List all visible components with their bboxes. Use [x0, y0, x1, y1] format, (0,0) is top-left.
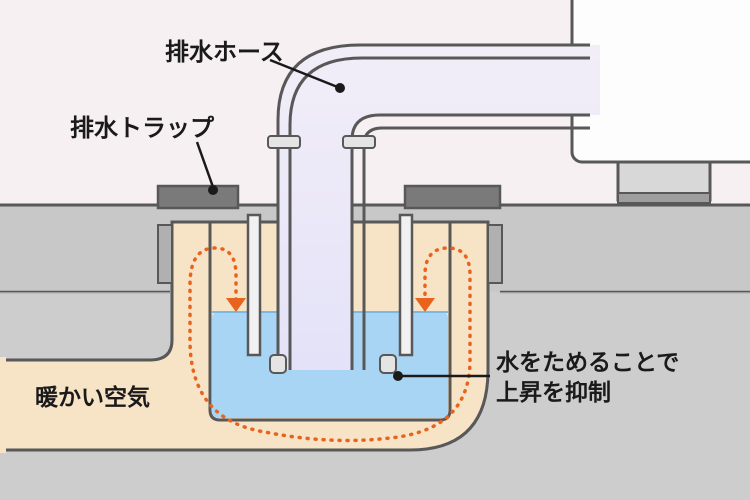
label-water-seal-line1: 水をためることで: [496, 350, 679, 376]
label-drain-hose: 排水ホース: [165, 38, 284, 66]
leader-lines: [195, 58, 490, 381]
airflow-path: [188, 246, 472, 443]
trap-flange: [156, 184, 503, 284]
airflow-arrow-right-icon: [415, 298, 435, 312]
label-water-seal-line2: 上昇を抑制: [496, 380, 611, 406]
label-warm-air: 暖かい空気: [35, 384, 150, 411]
drain-hose: [267, 43, 600, 374]
label-drain-trap: 排水トラップ: [70, 114, 215, 142]
trap-inner-walls: [246, 213, 414, 357]
airflow-arrow-left-icon: [226, 298, 246, 312]
washing-machine: [570, 0, 750, 204]
